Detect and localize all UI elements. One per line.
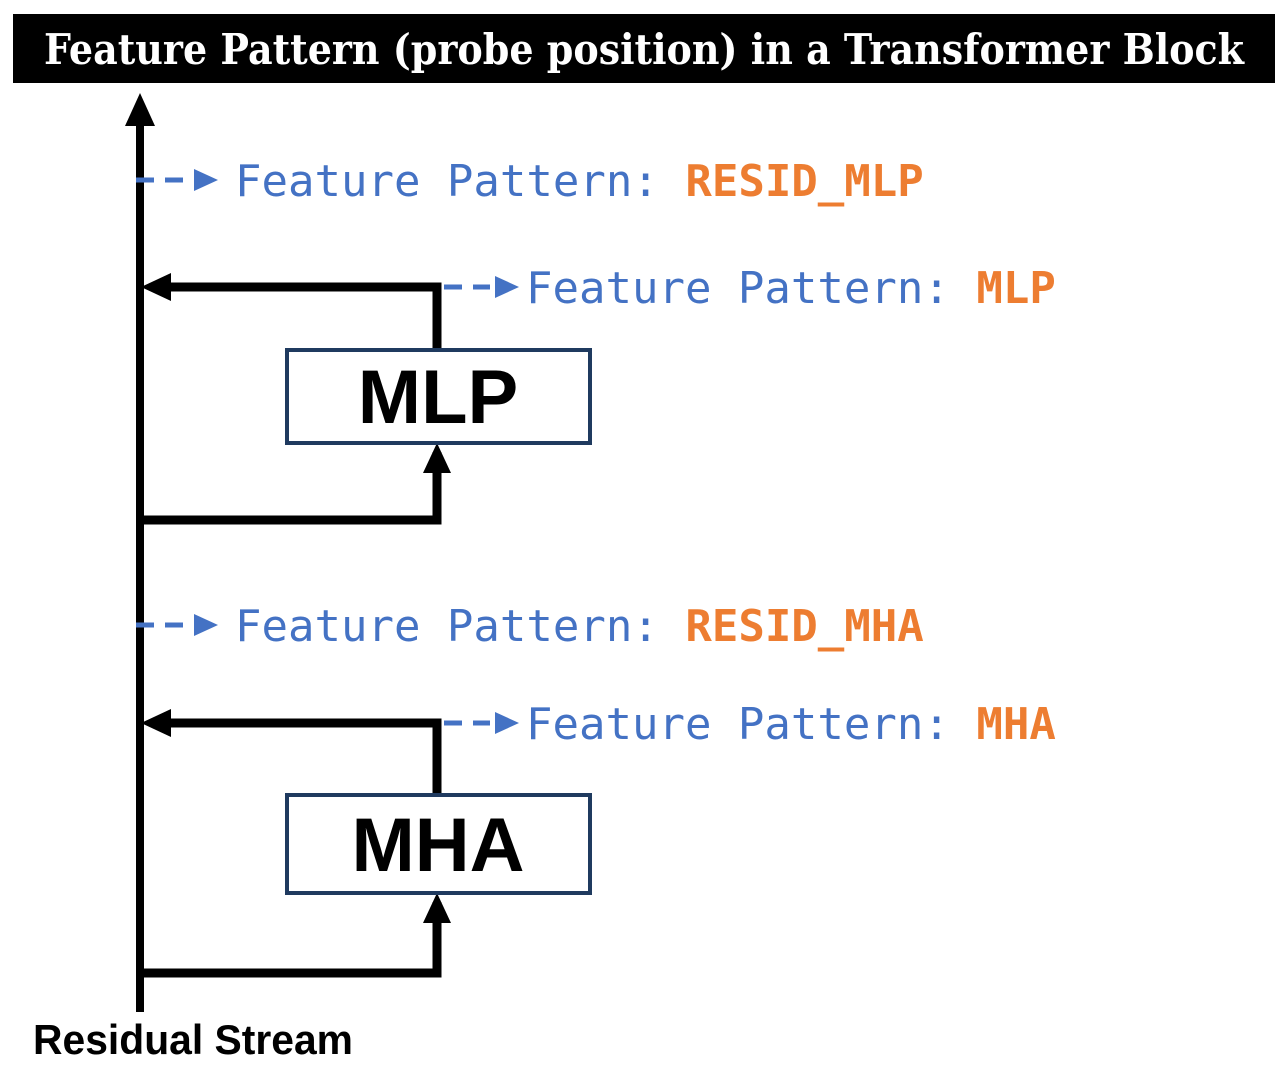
mlp-output-line [162, 282, 442, 352]
residual-stream-label: Residual Stream [33, 1016, 353, 1063]
probe-label-prefix: Feature Pattern: [235, 601, 685, 652]
mlp-output-arrow [141, 273, 442, 352]
probe-resid-mlp-label: Feature Pattern: RESID_MLP [235, 156, 924, 207]
probe-mha-label: Feature Pattern: MHA [526, 699, 1056, 750]
probe-mlp-label: Feature Pattern: MLP [526, 263, 1056, 314]
probe-mlp-arrowhead-icon [495, 276, 519, 298]
mha-block-label: MHA [351, 803, 524, 888]
mha-output-line [162, 718, 442, 797]
probe-label-value: RESID_MHA [685, 601, 923, 652]
mha-block: MHA [285, 793, 592, 895]
mlp-input-arrow [140, 443, 451, 525]
mha-input-arrow [140, 893, 451, 978]
mha-block-box [285, 793, 592, 895]
probe-resid-mha: Feature Pattern: RESID_MHA [136, 601, 924, 652]
mha-input-line [140, 902, 442, 978]
title-bar: Feature Pattern (probe position) in a Tr… [13, 14, 1275, 83]
probe-label-value: MHA [976, 699, 1055, 750]
probe-label-prefix: Feature Pattern: [526, 699, 976, 750]
mlp-block: MLP [285, 348, 592, 445]
mlp-input-arrowhead-icon [423, 443, 451, 473]
mha-output-arrowhead-icon [141, 709, 171, 737]
residual-stream-arrow [125, 93, 155, 1012]
probe-label-value: MLP [976, 263, 1055, 314]
mha-input-arrowhead-icon [423, 893, 451, 923]
mha-output-arrow [141, 709, 442, 797]
probe-label-value: RESID_MLP [685, 156, 923, 207]
probe-mha: Feature Pattern: MHA [444, 699, 1056, 750]
mlp-output-arrowhead-icon [141, 273, 171, 301]
mlp-input-line [140, 452, 442, 525]
probe-resid-mha-label: Feature Pattern: RESID_MHA [235, 601, 924, 652]
probe-resid-mha-arrowhead-icon [194, 614, 218, 636]
title-bar-background [13, 14, 1275, 83]
probe-mha-arrowhead-icon [495, 712, 519, 734]
probe-resid-mlp-arrowhead-icon [194, 169, 218, 191]
probe-label-prefix: Feature Pattern: [526, 263, 976, 314]
mlp-block-box [285, 348, 592, 445]
probe-mlp: Feature Pattern: MLP [444, 263, 1056, 314]
mlp-block-label: MLP [358, 355, 518, 440]
probe-label-prefix: Feature Pattern: [235, 156, 685, 207]
page-title: Feature Pattern (probe position) in a Tr… [44, 25, 1245, 74]
probe-resid-mlp: Feature Pattern: RESID_MLP [136, 156, 924, 207]
residual-stream-arrowhead-icon [125, 93, 155, 126]
